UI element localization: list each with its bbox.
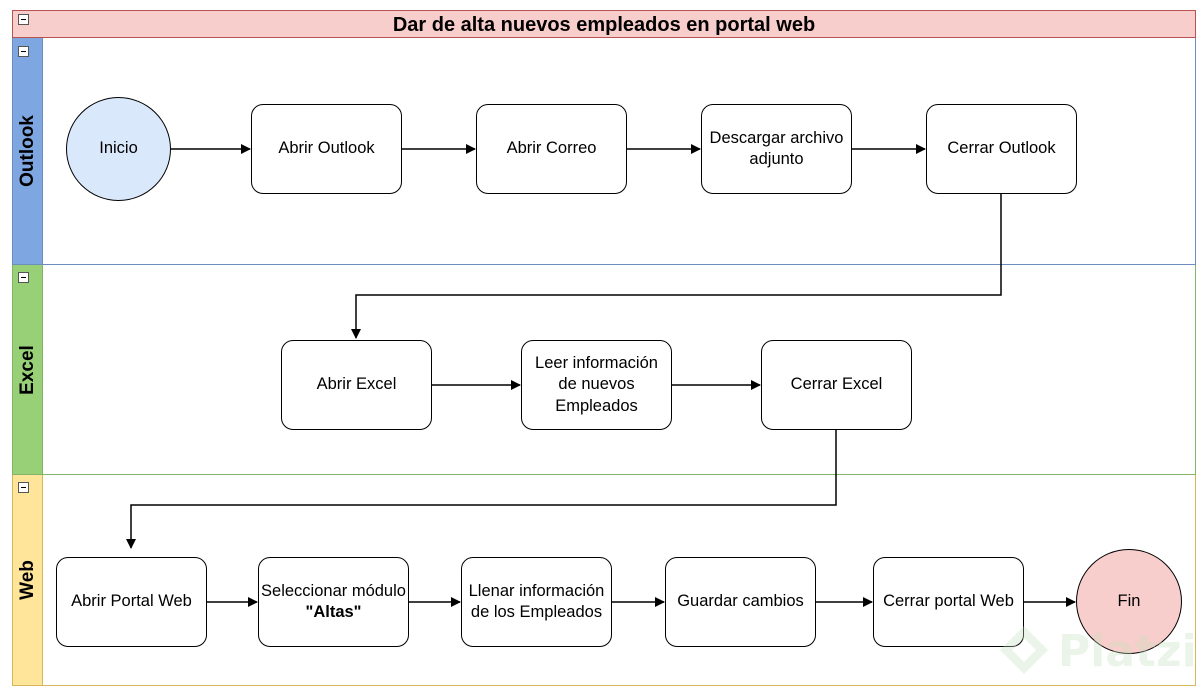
task-abrir-portal-web[interactable]: Abrir Portal Web xyxy=(56,557,207,647)
collapse-lane-excel-icon[interactable] xyxy=(18,272,29,283)
lane-outlook-label: Outlook xyxy=(17,115,38,187)
task-descargar-archivo-label: Descargar archivo adjunto xyxy=(709,128,844,168)
task-descargar-archivo[interactable]: Descargar archivo adjunto xyxy=(701,104,852,194)
task-cerrar-outlook[interactable]: Cerrar Outlook xyxy=(926,104,1077,194)
watermark-text: Platzi xyxy=(1058,626,1197,677)
task-abrir-correo-label: Abrir Correo xyxy=(506,139,597,158)
task-abrir-correo[interactable]: Abrir Correo xyxy=(476,104,627,194)
task-llenar-informacion[interactable]: Llenar información de los Empleados xyxy=(461,557,612,647)
platzi-logo-icon xyxy=(1000,626,1048,674)
end-event[interactable]: Fin xyxy=(1076,549,1182,654)
task-abrir-outlook-label: Abrir Outlook xyxy=(278,139,375,158)
task-seleccionar-modulo[interactable]: Seleccionar módulo "Altas" xyxy=(258,557,409,647)
task-leer-informacion-label: Leer información de nuevos Empleados xyxy=(535,353,658,415)
task-abrir-portal-web-label: Abrir Portal Web xyxy=(71,592,192,611)
task-cerrar-excel-label: Cerrar Excel xyxy=(790,375,883,394)
task-abrir-excel-label: Abrir Excel xyxy=(316,375,397,394)
collapse-pool-icon[interactable] xyxy=(18,14,29,25)
lane-outlook-header: Outlook xyxy=(13,38,43,264)
end-event-label: Fin xyxy=(1117,591,1141,610)
lane-excel-header: Excel xyxy=(13,265,43,474)
task-cerrar-portal-web[interactable]: Cerrar portal Web xyxy=(873,557,1024,647)
task-leer-informacion[interactable]: Leer información de nuevos Empleados xyxy=(521,340,672,430)
task-guardar-cambios[interactable]: Guardar cambios xyxy=(665,557,816,647)
lane-excel-label: Excel xyxy=(17,344,38,395)
task-seleccionar-modulo-bold: "Altas" xyxy=(305,603,362,621)
collapse-lane-web-icon[interactable] xyxy=(18,482,29,493)
start-event[interactable]: Inicio xyxy=(66,97,171,201)
task-abrir-outlook[interactable]: Abrir Outlook xyxy=(251,104,402,194)
task-cerrar-portal-web-label: Cerrar portal Web xyxy=(883,592,1014,611)
diagram-title: Dar de alta nuevos empleados en portal w… xyxy=(392,14,816,36)
start-event-label: Inicio xyxy=(99,139,138,158)
lane-web-header: Web xyxy=(13,475,43,685)
task-abrir-excel[interactable]: Abrir Excel xyxy=(281,340,432,430)
task-cerrar-outlook-label: Cerrar Outlook xyxy=(947,139,1056,158)
task-seleccionar-modulo-label: Seleccionar módulo "Altas" xyxy=(261,581,406,624)
task-seleccionar-modulo-text: Seleccionar módulo xyxy=(261,581,406,600)
task-cerrar-excel[interactable]: Cerrar Excel xyxy=(761,340,912,430)
collapse-lane-outlook-icon[interactable] xyxy=(18,46,29,57)
pool-title-bar: Dar de alta nuevos empleados en portal w… xyxy=(12,10,1196,38)
lane-web-label: Web xyxy=(17,560,38,600)
platzi-watermark: Platzi xyxy=(990,620,1197,684)
task-llenar-informacion-label: Llenar información de los Empleados xyxy=(468,581,605,621)
task-guardar-cambios-label: Guardar cambios xyxy=(677,592,804,611)
